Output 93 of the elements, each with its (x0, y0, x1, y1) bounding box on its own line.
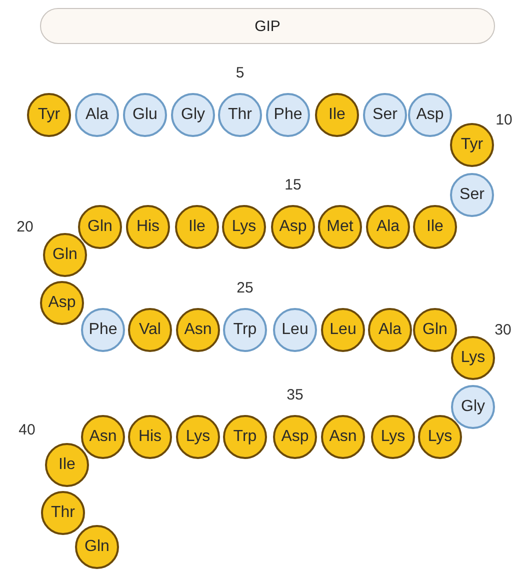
amino-acid-circle (418, 415, 462, 459)
amino-acid-circle (363, 93, 407, 137)
title-banner: GIP (40, 8, 495, 44)
residue-label: Gln (52, 246, 78, 264)
amino-acid-circle (126, 205, 170, 249)
residue-label: Asp (281, 428, 309, 446)
residue-label: His (136, 218, 160, 236)
amino-acid-circle (223, 415, 267, 459)
residue-label: Lys (460, 349, 486, 367)
position-number: 15 (284, 176, 302, 194)
residue-label: Asn (184, 321, 212, 339)
amino-acid-circle (413, 205, 457, 249)
amino-acid-circle (315, 93, 359, 137)
amino-acid-circle (81, 415, 125, 459)
residue-label: Val (139, 321, 161, 339)
amino-acid-circle (450, 123, 494, 167)
amino-acid-circle (273, 308, 317, 352)
residue-label: Ala (378, 321, 402, 339)
amino-acid-circle (175, 205, 219, 249)
amino-acid-circle (27, 93, 71, 137)
amino-acid-circle (41, 491, 85, 535)
residue-label: Tyr (38, 106, 60, 124)
residue-label: Asn (329, 428, 357, 446)
position-number: 5 (236, 64, 244, 82)
amino-acid-circle (81, 308, 125, 352)
residue-label: Lys (186, 428, 210, 446)
residue-label: Trp (233, 321, 257, 339)
amino-acid-circle (321, 308, 365, 352)
amino-acid-circle (450, 173, 494, 217)
amino-acid-circle (222, 205, 266, 249)
amino-acid-circle (40, 281, 84, 325)
amino-acid-circle (128, 415, 172, 459)
residue-label: Lys (428, 428, 452, 446)
amino-acid-circle (123, 93, 167, 137)
amino-acid-circle (176, 308, 220, 352)
amino-acid-circle (408, 93, 452, 137)
residue-label: Phe (274, 106, 302, 124)
amino-acid-circle (43, 233, 87, 277)
position-number: 40 (18, 422, 36, 438)
amino-acid-circle (413, 308, 457, 352)
residue-label: Leu (282, 321, 308, 339)
amino-acid-circle (266, 93, 310, 137)
residue-label: Glu (132, 106, 158, 124)
position-number: 25 (236, 280, 254, 296)
amino-acid-circle (368, 308, 412, 352)
residue-label: Tyr (460, 136, 484, 154)
residue-label: Lys (380, 428, 406, 446)
amino-acid-circle (318, 205, 362, 249)
amino-acid-circle (171, 93, 215, 137)
amino-acid-circle (366, 205, 410, 249)
residue-label: Thr (51, 504, 75, 522)
amino-acid-circle (176, 415, 220, 459)
amino-acid-circle (273, 415, 317, 459)
amino-acid-circle (45, 443, 89, 487)
residue-label: Lys (232, 218, 256, 236)
residue-label: Ala (85, 106, 109, 124)
position-number: 20 (16, 218, 34, 236)
amino-acid-circle (128, 308, 172, 352)
residue-label: Thr (228, 106, 252, 124)
residue-label: Ile (188, 218, 206, 236)
residue-label: Met (326, 218, 354, 236)
residue-label: Gln (422, 321, 448, 339)
residue-label: Ala (376, 218, 400, 236)
amino-acid-circle (223, 308, 267, 352)
amino-acid-circle (78, 205, 122, 249)
amino-acid-circle (451, 385, 495, 429)
amino-acid-circle (218, 93, 262, 137)
amino-acid-circle (451, 336, 495, 380)
residue-label: Ser (460, 186, 484, 204)
amino-acid-circle (321, 415, 365, 459)
position-number: 35 (286, 386, 304, 404)
amino-acid-circle (75, 93, 119, 137)
residue-label: Gly (181, 106, 205, 124)
residue-label: Asp (48, 294, 76, 312)
position-number: 10 (496, 112, 512, 128)
residue-label: Ile (426, 218, 444, 236)
residue-label: His (138, 428, 162, 446)
residue-label: Asp (279, 218, 307, 236)
amino-acid-circle (271, 205, 315, 249)
residue-label: Asp (416, 106, 444, 124)
residue-label: Gly (461, 398, 485, 416)
residue-label: Gln (84, 538, 110, 556)
residue-label: Leu (330, 321, 356, 339)
amino-acid-circle (75, 525, 119, 569)
position-number: 30 (494, 322, 512, 338)
amino-acid-circle (371, 415, 415, 459)
residue-label: Gln (88, 218, 112, 236)
residue-label: Ser (372, 106, 398, 124)
residue-label: Asn (89, 428, 117, 446)
residue-label: Phe (88, 321, 118, 339)
residue-label: Ile (328, 106, 346, 124)
residue-label: Trp (233, 428, 257, 446)
residue-label: Ile (58, 456, 76, 474)
